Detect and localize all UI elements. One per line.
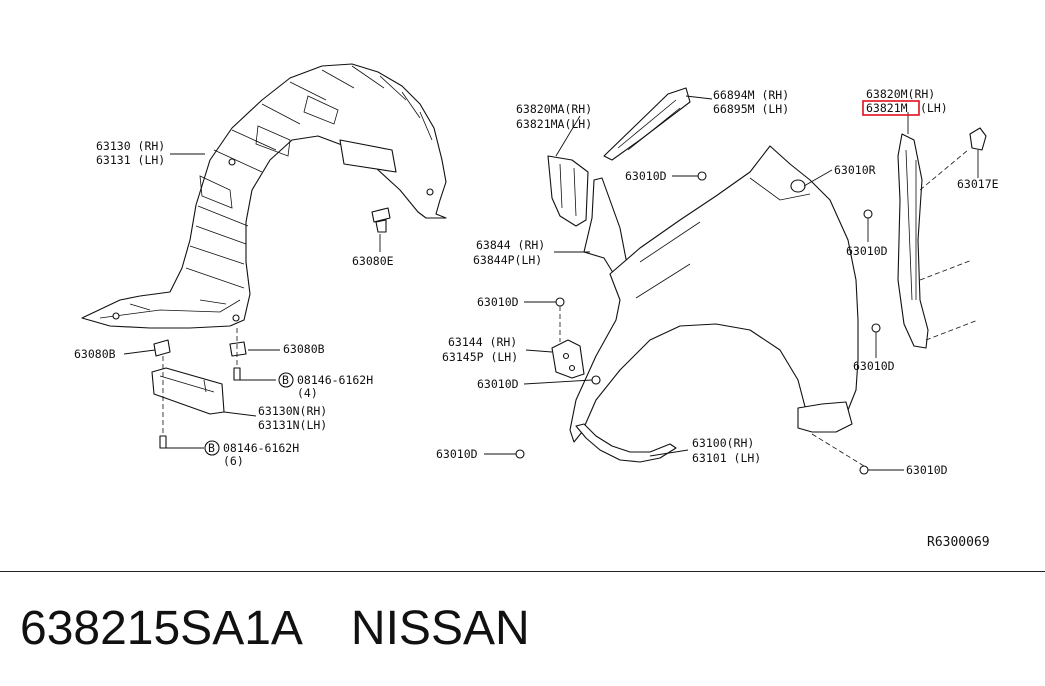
label-08146-a: 08146-6162H	[297, 373, 373, 387]
label-63080b-left: 63080B	[74, 347, 116, 361]
brand-name: NISSAN	[350, 601, 530, 655]
label-63010d-d: 63010D	[477, 377, 519, 391]
label-63100: 63100(RH)	[692, 436, 754, 450]
bolt-marker-icon	[278, 372, 294, 388]
label-63101: 63101 (LH)	[692, 451, 761, 465]
label-63010d-b: 63010D	[846, 244, 888, 258]
parts-diagram: 63130 (RH) 63131 (LH) 63080E 63080B 6308…	[74, 63, 999, 550]
label-63130n: 63130N(RH)	[258, 404, 327, 418]
diagram-reference-code: R6300069	[927, 535, 990, 550]
highlight-box	[862, 100, 920, 116]
label-63820m: 63820M(RH)	[866, 87, 935, 101]
label-63844: 63844 (RH)	[476, 238, 545, 252]
label-08146-b: 08146-6162H	[223, 441, 299, 455]
part-number: 638215SA1A	[20, 601, 303, 655]
label-66894m: 66894M (RH)	[713, 88, 789, 102]
left-leader-lines	[123, 153, 381, 449]
bolt-marker-letter: B	[208, 441, 215, 455]
label-63010d-e: 63010D	[853, 359, 895, 373]
label-63131n: 63131N(LH)	[258, 418, 327, 432]
label-63844p: 63844P(LH)	[473, 253, 542, 267]
label-63010d-c: 63010D	[477, 295, 519, 309]
label-63017e: 63017E	[957, 177, 999, 191]
label-63010d-a: 63010D	[625, 169, 667, 183]
label-63821m-highlighted: 63821M	[866, 101, 908, 115]
label-63820ma: 63820MA(RH)	[516, 102, 592, 116]
fender-liner-drawing	[81, 63, 447, 449]
label-63131: 63131 (LH)	[96, 153, 165, 167]
footer: 638215SA1A NISSAN	[20, 596, 530, 660]
fender-drawing	[515, 87, 987, 475]
label-08146-a-qty: (4)	[297, 386, 318, 400]
label-63010d-g: 63010D	[906, 463, 948, 477]
label-63010d-f: 63010D	[436, 447, 478, 461]
label-63080b-right: 63080B	[283, 342, 325, 356]
label-63080e: 63080E	[352, 254, 394, 268]
label-63821ma: 63821MA(LH)	[516, 117, 592, 131]
label-63010r: 63010R	[834, 163, 876, 177]
label-66895m: 66895M (LH)	[713, 102, 789, 116]
bolt-marker-icon	[204, 440, 220, 456]
label-63144: 63144 (RH)	[448, 335, 517, 349]
label-08146-b-qty: (6)	[223, 454, 244, 468]
label-63145p: 63145P (LH)	[442, 350, 518, 364]
bolt-marker-letter: B	[282, 373, 289, 387]
footer-divider	[0, 571, 1045, 572]
right-leader-lines	[484, 95, 979, 471]
label-63821m-side: (LH)	[920, 101, 948, 115]
label-63130: 63130 (RH)	[96, 139, 165, 153]
